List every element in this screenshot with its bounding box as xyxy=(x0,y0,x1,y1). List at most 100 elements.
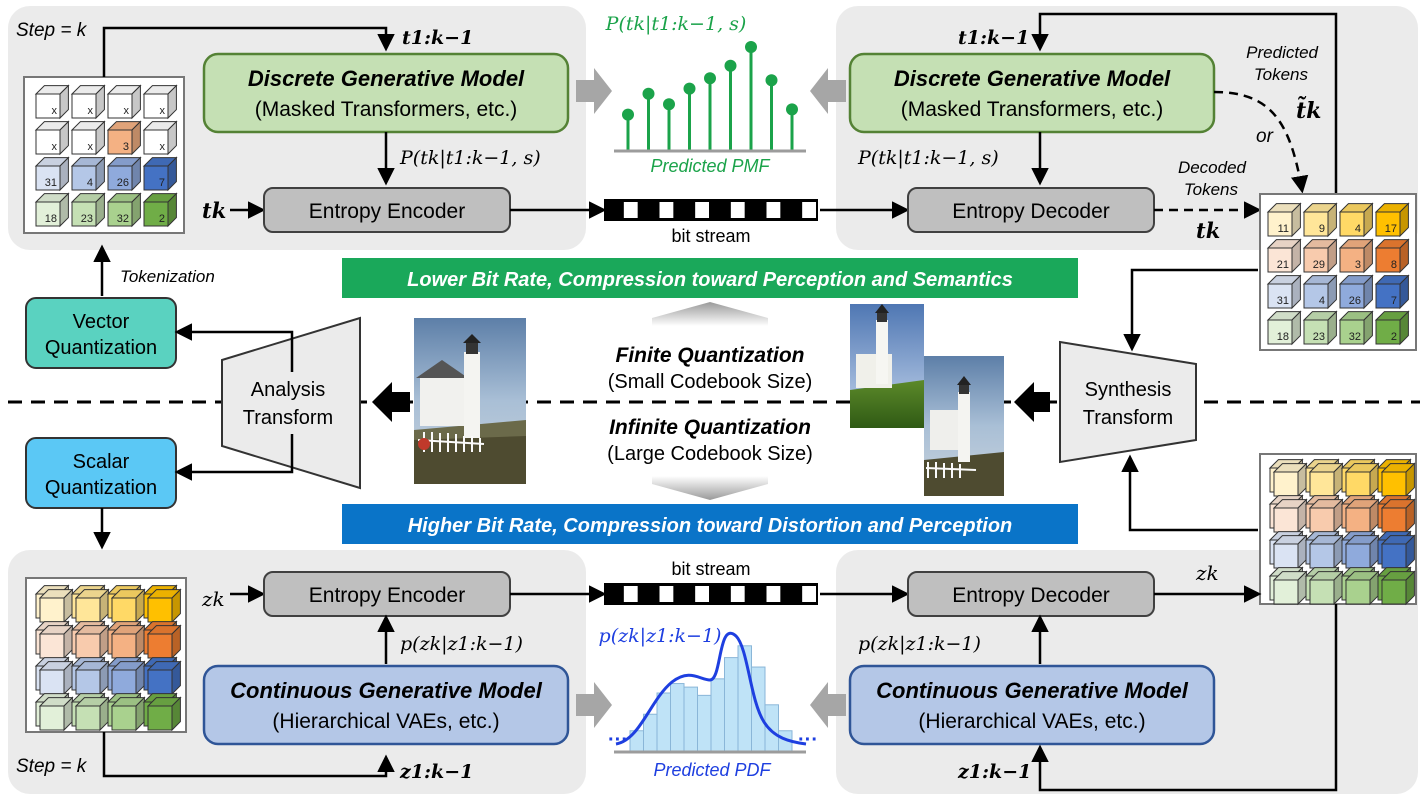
bitstream-bottom-bit-5 xyxy=(695,586,709,602)
pmf-dot-0 xyxy=(622,108,634,121)
continuous-model-right[interactable] xyxy=(848,664,1216,746)
continuous-model-left[interactable] xyxy=(202,664,570,746)
token-left-0-3-label: x xyxy=(160,105,166,117)
token-left-0-0-label: x xyxy=(52,105,58,117)
token-left-3-3-label: 2 xyxy=(159,213,165,225)
discrete-model-left-title: Discrete Generative Model xyxy=(248,66,525,91)
pdf-bar-4 xyxy=(683,686,698,753)
discrete-model-left-sub: (Masked Transformers, etc.) xyxy=(255,98,518,121)
latent-left-0-2 xyxy=(110,588,146,624)
vq-line2: Quantization xyxy=(45,337,157,359)
token-right-2-0-label: 31 xyxy=(1277,295,1289,307)
decoded-tokens-2: Tokens xyxy=(1184,180,1239,199)
synthesis-line2: Transform xyxy=(1083,407,1173,429)
pdf-bar-7 xyxy=(724,657,739,753)
t-prev-dec: t1:k−1 xyxy=(958,27,1029,49)
step-loop-bottom xyxy=(102,732,395,778)
token-right-1-3: 8 xyxy=(1374,238,1410,274)
pdf-bar-5 xyxy=(697,694,712,753)
discrete-model-right-sub: (Masked Transformers, etc.) xyxy=(901,98,1164,121)
token-right-3-1-label: 23 xyxy=(1313,331,1325,343)
pmf-dot-2 xyxy=(663,98,675,111)
bitstream-top-bit-1 xyxy=(623,202,638,218)
synthesis-transform[interactable] xyxy=(1059,340,1197,464)
pdf-bar-2 xyxy=(656,692,671,753)
pmf-dot-7 xyxy=(765,74,778,87)
token-left-1-3-label: x xyxy=(160,141,166,153)
pdf-bar-3 xyxy=(670,683,685,753)
token-left-2-0-label: 31 xyxy=(45,177,57,189)
bitstream-top-label: bit stream xyxy=(671,226,750,246)
token-right-2-2-label: 26 xyxy=(1349,295,1361,307)
token-left-3-2-label: 32 xyxy=(117,213,129,225)
token-right-1-0-label: 21 xyxy=(1277,259,1289,271)
up-arrow xyxy=(652,302,768,326)
or-label: or xyxy=(1256,126,1274,147)
pdf-dots-left: ··· xyxy=(608,729,628,751)
step-label-bottom: Step = k xyxy=(16,756,88,777)
token-right-2-3-label: 7 xyxy=(1391,295,1397,307)
token-left-1-1: x xyxy=(70,120,106,156)
token-left-0-3: x xyxy=(142,84,178,120)
token-left-3-1: 23 xyxy=(70,192,106,228)
latent-right-0-3 xyxy=(1380,462,1416,498)
pdf-curve xyxy=(615,631,807,746)
bitstream-top-bit-5 xyxy=(695,202,709,218)
latent-left-0-3 xyxy=(146,588,182,624)
discrete-model-right-title: Discrete Generative Model xyxy=(894,66,1171,91)
token-right-1-1: 29 xyxy=(1302,238,1338,274)
latent-grid-right-cells xyxy=(1268,458,1416,606)
pmf-dot-4 xyxy=(704,72,716,85)
token-right-3-3-label: 2 xyxy=(1391,331,1397,343)
t-prev-in: t1:k−1 xyxy=(402,27,473,49)
latent-right-1-1 xyxy=(1308,498,1344,534)
token-right-1-0: 21 xyxy=(1266,238,1302,274)
grid-to-synthesis-bottom xyxy=(1121,454,1258,532)
latent-left-0-0 xyxy=(38,588,74,624)
token-left-1-3: x xyxy=(142,120,178,156)
token-left-2-3-label: 7 xyxy=(159,177,165,189)
bitstream-bottom-label: bit stream xyxy=(671,559,750,579)
bitstream-bottom-bit-1 xyxy=(623,586,638,602)
token-left-3-3: 2 xyxy=(142,192,178,228)
bitstream-top xyxy=(604,199,818,221)
token-right-0-3: 17 xyxy=(1374,202,1410,238)
latent-left-1-3 xyxy=(146,624,182,660)
banner-top xyxy=(342,258,1078,298)
gray-arrow-pmf-left xyxy=(576,68,612,114)
token-left-2-3: 7 xyxy=(142,156,178,192)
tk-output: tk xyxy=(1196,218,1220,243)
entropy-decoder-top-label: Entropy Decoder xyxy=(952,200,1110,223)
arrow-analysis-to-vq xyxy=(174,323,294,372)
loop-to-right-model xyxy=(1031,12,1338,200)
token-right-3-0-label: 18 xyxy=(1277,331,1289,343)
latent-left-3-1 xyxy=(74,696,110,732)
pmf-dot-3 xyxy=(683,82,696,95)
z-prev-dec: z1:k−1 xyxy=(957,761,1031,783)
arrow-analysis-to-sq xyxy=(174,434,294,481)
latent-left-2-0 xyxy=(38,660,74,696)
token-right-0-2: 4 xyxy=(1338,202,1374,238)
cond-prob-right: P(tk|t1:k−1, s) xyxy=(857,147,999,169)
bitstream-bottom-bit-9 xyxy=(766,586,781,602)
token-right-2-0: 31 xyxy=(1266,274,1302,310)
token-left-0-2-label: x xyxy=(124,105,130,117)
bitstream-bottom-frame xyxy=(604,583,818,605)
token-left-3-2: 32 xyxy=(106,192,142,228)
analysis-transform[interactable] xyxy=(221,316,361,490)
token-left-0-0: x xyxy=(34,84,70,120)
bitstream-top-bit-9 xyxy=(766,202,781,218)
latent-right-0-2 xyxy=(1344,462,1380,498)
step-loop-top xyxy=(102,26,395,77)
banner-bottom xyxy=(342,504,1078,544)
pdf-bar-1 xyxy=(643,713,658,753)
latent-left-2-1 xyxy=(74,660,110,696)
bitstream-top-frame xyxy=(604,199,818,221)
pmf-dot-1 xyxy=(642,87,655,100)
entropy-encoder-bottom-label: Entropy Encoder xyxy=(309,584,465,607)
pmf-dot-6 xyxy=(745,41,757,53)
analysis-line1: Analysis xyxy=(251,379,325,401)
black-arrow-to-synthesis xyxy=(1014,382,1050,422)
token-left-0-2: x xyxy=(106,84,142,120)
